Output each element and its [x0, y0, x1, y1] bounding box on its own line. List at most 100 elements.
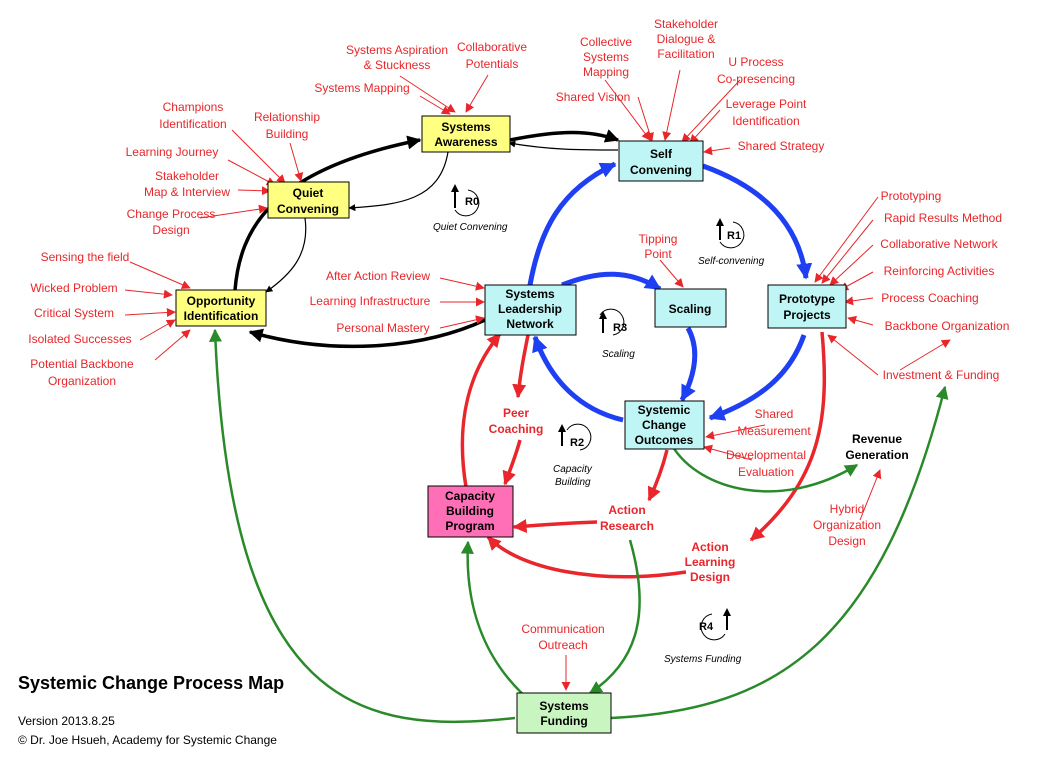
svg-text:Systems: Systems — [441, 120, 491, 134]
svg-text:Awareness: Awareness — [434, 135, 497, 149]
node-systems-funding: Systems Funding — [516, 692, 612, 734]
node-opportunity-identification: Opportunity Identification — [175, 289, 267, 327]
node-systems-leadership-network: Systems Leadership Network — [484, 284, 577, 336]
label-u-process: U Process — [728, 55, 783, 69]
label-action-research-2: Research — [600, 519, 654, 533]
loop-marker-r3: R3 Scaling — [599, 308, 635, 360]
label-developmental-2: Evaluation — [738, 465, 794, 479]
copyright-text: © Dr. Joe Hsueh, Academy for Systemic Ch… — [18, 733, 277, 747]
svg-text:Prototype: Prototype — [779, 292, 835, 306]
svg-text:Capacity: Capacity — [445, 489, 495, 503]
svg-text:Funding: Funding — [540, 714, 587, 728]
node-systems-awareness: Systems Awareness — [421, 115, 511, 153]
loop-id-r1: R1 — [727, 230, 741, 242]
node-self-convening: Self Convening — [618, 140, 704, 182]
loop-marker-r2: R2 Capacity Building — [553, 423, 593, 488]
label-collaborative-potentials-2: Potentials — [466, 57, 519, 71]
loop-name-r3: Scaling — [602, 349, 635, 360]
svg-text:Network: Network — [506, 317, 554, 331]
label-systems-aspiration-2: & Stuckness — [364, 58, 431, 72]
loop-id-r2: R2 — [570, 437, 584, 449]
label-champions-2: Identification — [159, 117, 226, 131]
svg-text:Opportunity: Opportunity — [187, 294, 256, 308]
label-personal-mastery: Personal Mastery — [336, 321, 429, 335]
label-peer-coaching: Peer — [503, 406, 529, 420]
label-collective-2: Systems — [583, 50, 629, 64]
svg-text:Outcomes: Outcomes — [635, 433, 694, 447]
svg-text:Program: Program — [445, 519, 494, 533]
loop-marker-r4: R4 Systems Funding — [664, 608, 742, 665]
label-critical: Critical System — [34, 306, 114, 320]
red-arrows — [460, 331, 827, 579]
loop-name-r2-line1: Capacity — [553, 464, 593, 475]
label-change-process: Change Process — [127, 207, 216, 221]
blue-arrows — [527, 161, 813, 423]
label-relationship: Relationship — [254, 110, 320, 124]
svg-text:Projects: Projects — [783, 308, 831, 322]
label-learning-infra: Learning Infrastructure — [310, 294, 431, 308]
label-rapid-results: Rapid Results Method — [884, 211, 1002, 225]
label-reinforcing: Reinforcing Activities — [884, 264, 995, 278]
loop-marker-r0: R0 Quiet Convening — [433, 184, 508, 233]
label-process-coaching: Process Coaching — [881, 291, 978, 305]
svg-text:Systemic: Systemic — [638, 403, 691, 417]
label-shared-vision: Shared Vision — [556, 90, 631, 104]
label-learning-journey: Learning Journey — [126, 145, 219, 159]
node-systemic-change-outcomes: Systemic Change Outcomes — [624, 400, 705, 450]
label-stakeholder-map: Stakeholder — [155, 169, 219, 183]
svg-text:Leadership: Leadership — [498, 302, 562, 316]
label-collective-3: Mapping — [583, 65, 629, 79]
label-potential-backbone: Potential Backbone — [30, 357, 134, 371]
label-hybrid: Hybrid — [830, 502, 865, 516]
node-capacity-building-program: Capacity Building Program — [427, 485, 514, 538]
label-systems-mapping: Systems Mapping — [314, 81, 409, 95]
version-text: Version 2013.8.25 — [18, 714, 115, 728]
label-relationship-2: Building — [266, 127, 309, 141]
svg-text:Convening: Convening — [630, 163, 692, 177]
svg-text:Systems: Systems — [505, 287, 555, 301]
label-leverage-2: Identification — [732, 114, 799, 128]
svg-text:Building: Building — [446, 504, 494, 518]
label-systems-aspiration: Systems Aspiration — [346, 43, 448, 57]
label-shared-strategy: Shared Strategy — [738, 139, 825, 153]
label-collab-network: Collaborative Network — [880, 237, 998, 251]
label-communication: Communication — [521, 622, 604, 636]
label-action-learning: Action — [691, 540, 728, 554]
label-stakeholder-map-2: Map & Interview — [144, 185, 230, 199]
label-backbone: Backbone Organization — [885, 319, 1010, 333]
label-leverage: Leverage Point — [726, 97, 807, 111]
label-isolated: Isolated Successes — [28, 332, 131, 346]
label-developmental: Developmental — [726, 448, 806, 462]
label-dialogue-2: Dialogue & — [657, 32, 716, 46]
label-shared-measurement-2: Measurement — [737, 424, 811, 438]
node-revenue-generation: Revenue Generation — [845, 432, 908, 462]
label-potential-backbone-2: Organization — [48, 374, 116, 388]
svg-text:Scaling: Scaling — [669, 302, 712, 316]
node-quiet-convening: Quiet Convening — [267, 181, 350, 219]
label-tipping: Tipping — [639, 232, 678, 246]
label-after-action: After Action Review — [326, 269, 430, 283]
svg-text:Quiet: Quiet — [293, 186, 324, 200]
label-collaborative-potentials: Collaborative — [457, 40, 527, 54]
loop-id-r0: R0 — [465, 196, 479, 208]
loop-id-r3: R3 — [613, 322, 627, 334]
label-prototyping: Prototyping — [881, 189, 942, 203]
node-scaling: Scaling — [654, 288, 727, 328]
node-prototype-projects: Prototype Projects — [767, 284, 847, 329]
label-tipping-2: Point — [644, 247, 672, 261]
label-communication-2: Outreach — [538, 638, 587, 652]
label-action-learning-3: Design — [690, 570, 730, 584]
svg-text:Generation: Generation — [845, 448, 908, 462]
label-action-research: Action — [608, 503, 645, 517]
svg-text:Self: Self — [650, 147, 673, 161]
diagram-title: Systemic Change Process Map — [18, 673, 285, 693]
label-dialogue: Stakeholder — [654, 17, 718, 31]
label-arrows — [124, 69, 951, 691]
green-arrows — [208, 328, 949, 723]
label-investment: Investment & Funding — [883, 368, 1000, 382]
label-peer-coaching-2: Coaching — [489, 422, 544, 436]
label-champions: Champions — [163, 100, 224, 114]
loop-name-r0: Quiet Convening — [433, 222, 508, 233]
label-change-process-2: Design — [152, 223, 189, 237]
svg-text:Change: Change — [642, 418, 686, 432]
